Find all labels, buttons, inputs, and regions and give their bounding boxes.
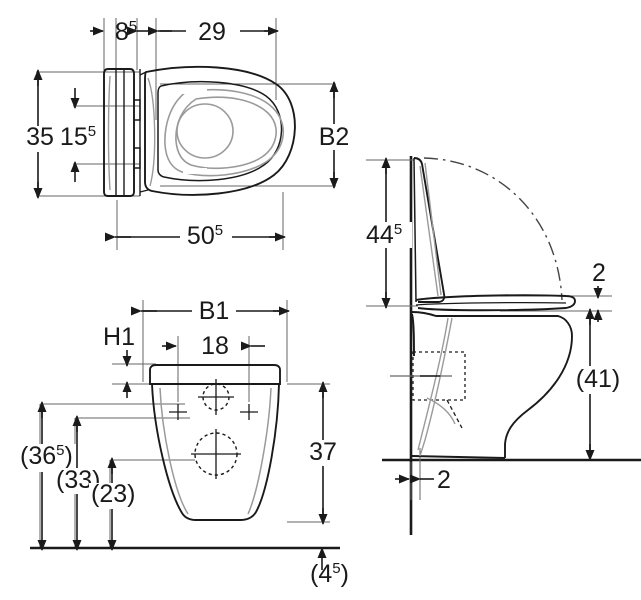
dim-label-B2: B2 — [319, 123, 350, 151]
front-bolt-markers — [169, 404, 258, 420]
side-raised-lid — [413, 157, 446, 303]
front-toilet-outline — [149, 364, 281, 521]
plan-toilet-outline — [144, 65, 296, 196]
dim-23: (23) — [89, 457, 143, 551]
front-fixing-crosshairs — [191, 379, 241, 479]
dim-label-2-top: 2 — [592, 259, 606, 287]
side-seat-ring — [415, 294, 576, 312]
dim-B2: B2 — [312, 81, 356, 189]
front-bowl-shading — [159, 387, 272, 515]
dim-label-37: 37 — [309, 438, 337, 466]
dim-label-35: 35 — [26, 123, 54, 151]
plan-hinge-shading — [107, 75, 156, 191]
plan-bowl-rim — [164, 88, 285, 177]
plan-view: 85 29 29 35 155 — [22, 18, 356, 250]
plan-hinge-block — [103, 68, 149, 197]
dim-H1: H1 — [103, 323, 135, 398]
dim-15-5: 155 — [60, 88, 96, 182]
dim-label-B1: B1 — [199, 297, 230, 325]
dim-2-top: 2 — [592, 259, 606, 322]
dim-label-23: (23) — [91, 480, 135, 508]
dim-50-5: 505 — [105, 222, 286, 250]
front-view: B1 18 H1 (365) (33) — [18, 297, 349, 588]
dim-label-H1: H1 — [103, 323, 135, 351]
dim-label-18: 18 — [201, 332, 229, 360]
dim-35: 35 — [22, 69, 58, 199]
side-lid-shading — [419, 162, 442, 297]
dim-4-5: (45) — [310, 547, 349, 588]
side-lid-swing-arc — [423, 157, 563, 301]
dim-44-5: 445 — [364, 157, 412, 309]
dim-29-text-mask — [186, 20, 240, 42]
side-view: 445 2 (41) 2 — [364, 156, 641, 535]
dim-label-36-5: (365) — [20, 442, 73, 470]
side-outlet-dashed-line — [446, 399, 463, 429]
dim-36-5: (365) — [18, 401, 78, 551]
plan-rim-gaps — [183, 88, 207, 174]
dim-18: 18 — [162, 332, 265, 360]
dim-2-bottom: 2 — [395, 466, 451, 494]
dim-41: (41) — [570, 308, 628, 461]
dim-37: 37 — [303, 381, 343, 525]
dim-label-2-bottom: 2 — [437, 466, 451, 494]
dim-label-29-front: 29 — [198, 18, 226, 46]
dim-label-4-5: (45) — [310, 560, 349, 588]
dim-label-41: (41) — [576, 365, 620, 393]
dim-label-15-5: 155 — [60, 123, 96, 151]
plan-bowl-opening — [176, 103, 234, 159]
dim-B1: B1 — [131, 297, 290, 325]
side-internal-bowl-lines — [417, 317, 456, 457]
